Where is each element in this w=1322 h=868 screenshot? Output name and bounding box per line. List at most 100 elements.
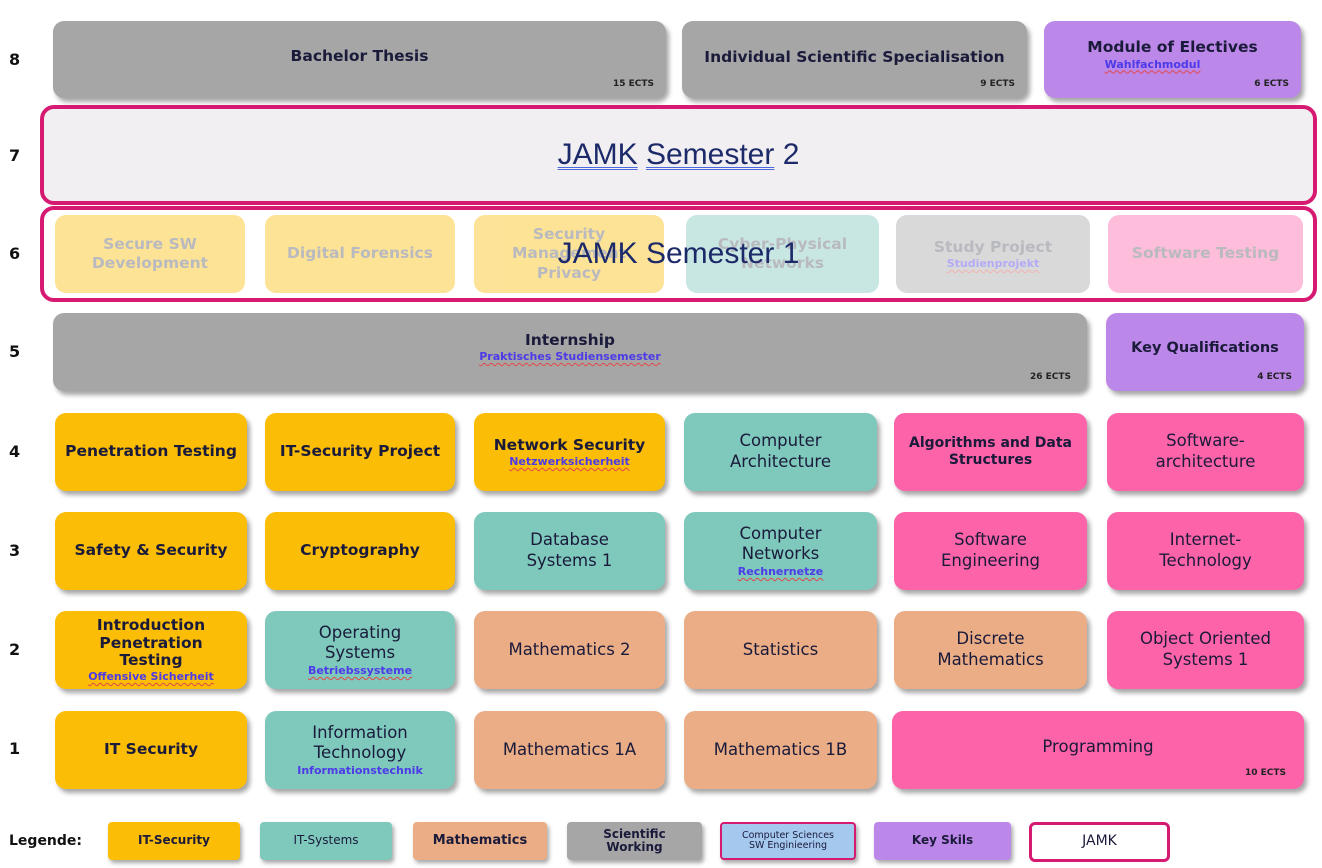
- module-german-name: Offensive Sicherheit: [88, 670, 214, 684]
- legend-it-security: IT-Security: [108, 822, 240, 860]
- module-cryptography: Cryptography: [265, 512, 455, 590]
- module-digital-forensics: Digital Forensics: [265, 215, 455, 293]
- legend-mathematics: Mathematics: [413, 822, 547, 860]
- module-german-name: Netzwerksicherheit: [509, 455, 630, 469]
- module-label: IT-Security Project: [279, 442, 441, 461]
- module-label: IT Security: [103, 740, 199, 759]
- legend-jamk: JAMK: [1029, 822, 1170, 862]
- jamk-semester-2-frame: JAMK Semester 2: [40, 105, 1317, 205]
- row-number-2: 2: [9, 640, 21, 659]
- legend-label: Computer Sciences SW Enginieering: [741, 829, 835, 851]
- module-algorithms-data-structures: Algorithms and Data Structures: [894, 413, 1087, 491]
- module-security-management-privacy: Security Management Privacy: [474, 215, 664, 293]
- module-label: Information Technology: [312, 722, 408, 763]
- module-bachelor-thesis: Bachelor Thesis 15 ECTS: [53, 21, 666, 98]
- module-german-name: Rechnernetze: [737, 565, 824, 579]
- module-operating-systems: Operating Systems Betriebssysteme: [265, 611, 455, 689]
- module-german-name: Betriebssysteme: [307, 664, 413, 678]
- legend-label: Key Skils: [911, 833, 974, 848]
- module-label: Individual Scientific Specialisation: [704, 47, 1005, 66]
- row-number-6: 6: [9, 244, 21, 263]
- module-safety-security: Safety & Security: [55, 512, 247, 590]
- module-label: Key Qualifications: [1131, 339, 1279, 356]
- module-electives: Module of Electives Wahlfachmodul 6 ECTS: [1044, 21, 1301, 98]
- module-label: Object Oriented Systems 1: [1139, 629, 1272, 669]
- module-software-architecture: Software-architecture: [1107, 413, 1304, 491]
- module-label: Bachelor Thesis: [290, 46, 429, 65]
- module-software-testing: Software Testing: [1108, 215, 1303, 293]
- row-number-8: 8: [9, 50, 21, 69]
- module-computer-architecture: Computer Architecture: [684, 413, 877, 491]
- legend-label: IT-Security: [138, 833, 210, 848]
- module-label: Statistics: [742, 639, 819, 659]
- legend-label: JAMK: [1082, 833, 1117, 850]
- module-it-security-project: IT-Security Project: [265, 413, 455, 491]
- legend-label: Mathematics: [432, 832, 528, 848]
- ects-badge: 9 ECTS: [980, 78, 1015, 89]
- legend-scientific-working: Scientific Working: [567, 822, 702, 860]
- module-label: Database Systems 1: [526, 530, 613, 570]
- row-number-4: 4: [9, 442, 21, 461]
- module-label: Penetration Testing: [65, 442, 237, 461]
- module-label: Security Management Privacy: [511, 224, 627, 282]
- module-label: Module of Electives: [1087, 38, 1258, 57]
- module-secure-sw-development: Secure SW Development: [55, 215, 245, 293]
- module-german-name: Studienprojekt: [946, 257, 1040, 271]
- module-label: Network Security: [493, 435, 646, 454]
- legend-it-systems: IT-Systems: [260, 822, 392, 860]
- ects-badge: 4 ECTS: [1257, 371, 1292, 382]
- module-mathematics-2: Mathematics 2: [474, 611, 665, 689]
- module-label: Mathematics 1A: [502, 739, 637, 759]
- module-software-engineering: Software Engineering: [894, 512, 1087, 590]
- module-discrete-mathematics: Discrete Mathematics: [894, 611, 1087, 689]
- module-introduction-penetration-testing: Introduction Penetration Testing Offensi…: [55, 611, 247, 689]
- ects-badge: 15 ECTS: [612, 78, 654, 89]
- module-mathematics-1a: Mathematics 1A: [474, 711, 665, 789]
- module-label: Software-architecture: [1155, 431, 1256, 471]
- module-programming: Programming 10 ECTS: [892, 711, 1304, 789]
- module-german-name: Informationstechnik: [297, 764, 423, 778]
- module-label: Software Engineering: [941, 530, 1040, 570]
- legend-label: Scientific Working: [603, 826, 666, 854]
- module-label: Secure SW Development: [91, 234, 209, 272]
- module-label: Discrete Mathematics: [937, 629, 1044, 669]
- module-label: Cryptography: [300, 541, 420, 560]
- module-label: Cyber-Physical Networks: [717, 234, 848, 272]
- module-mathematics-1b: Mathematics 1B: [684, 711, 877, 789]
- module-german-name: Wahlfachmodul: [1104, 57, 1201, 71]
- module-label: Computer Networks: [739, 523, 822, 564]
- module-penetration-testing: Penetration Testing: [55, 413, 247, 491]
- ects-badge: 6 ECTS: [1254, 78, 1289, 89]
- module-label: Programming: [1042, 736, 1154, 756]
- module-label: Operating Systems: [318, 622, 402, 663]
- module-statistics: Statistics: [684, 611, 877, 689]
- legend-key-skills: Key Skils: [874, 822, 1011, 860]
- module-network-security: Network Security Netzwerksicherheit: [474, 413, 665, 491]
- module-internet-technology: Internet-Technology: [1107, 512, 1304, 590]
- module-scientific-specialisation: Individual Scientific Specialisation 9 E…: [682, 21, 1027, 98]
- module-it-security: IT Security: [55, 711, 247, 789]
- module-label: Internet-Technology: [1159, 530, 1252, 570]
- module-label: Internship: [524, 330, 616, 349]
- module-label: Study Project: [933, 237, 1053, 256]
- legend-computer-sciences: Computer Sciences SW Enginieering: [720, 822, 856, 860]
- ects-badge: 10 ECTS: [1244, 767, 1286, 778]
- module-german-name: Praktisches Studiensemester: [479, 350, 661, 364]
- module-information-technology: Information Technology Informationstechn…: [265, 711, 455, 789]
- module-label: Safety & Security: [74, 541, 228, 560]
- row-number-1: 1: [9, 739, 21, 758]
- module-object-oriented-systems-1: Object Oriented Systems 1: [1107, 611, 1304, 689]
- legend-title: Legende:: [9, 833, 83, 849]
- module-label: Computer Architecture: [729, 431, 831, 471]
- row-number-7: 7: [9, 146, 21, 165]
- row-number-3: 3: [9, 541, 21, 560]
- row-number-5: 5: [9, 342, 21, 361]
- module-label: Mathematics 1B: [713, 739, 848, 759]
- legend-label: IT-Systems: [293, 833, 359, 848]
- module-label: Algorithms and Data Structures: [909, 434, 1072, 469]
- module-cyber-physical-networks: Cyber-Physical Networks: [686, 215, 879, 293]
- module-label: Digital Forensics: [287, 244, 433, 263]
- module-key-qualifications: Key Qualifications 4 ECTS: [1106, 313, 1304, 391]
- module-label: Mathematics 2: [508, 639, 631, 659]
- module-label: Introduction Penetration Testing: [96, 615, 206, 670]
